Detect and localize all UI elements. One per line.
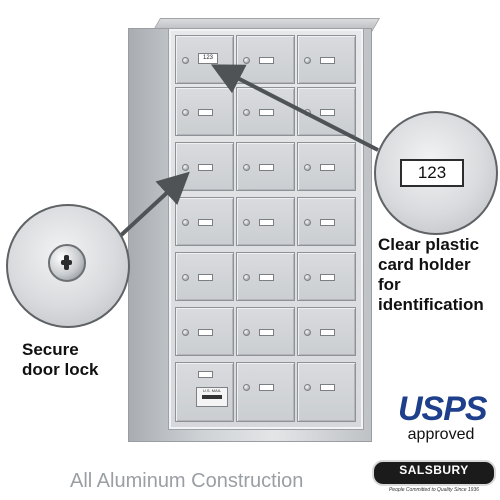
card-holder-slot (320, 274, 335, 281)
door-lock-icon (304, 384, 311, 391)
door-lock-closeup-icon (48, 244, 86, 282)
door-lock-icon (182, 274, 189, 281)
us-mail-plate: U.S. MAIL (196, 387, 228, 407)
caption-line: door lock (22, 360, 99, 379)
card-holder-closeup: 123 (400, 159, 464, 187)
us-mail-barcode (202, 395, 222, 399)
us-mail-label: U.S. MAIL (202, 388, 222, 393)
door-lock-icon (243, 57, 250, 64)
door-lock-icon (182, 219, 189, 226)
door-lock-icon (243, 164, 250, 171)
mailbox-door (175, 142, 234, 191)
caption-line: card holder (378, 255, 471, 274)
card-holder-label: 123 (198, 53, 218, 64)
mailbox-door (175, 87, 234, 136)
card-holder-slot (259, 109, 274, 116)
door-lock-icon (243, 219, 250, 226)
card-holder-slot (259, 219, 274, 226)
card-holder-slot (198, 371, 213, 378)
card-holder-caption: Clear plastic card holder for identifica… (378, 235, 500, 315)
brand-name: SALSBURY (399, 463, 469, 477)
door-lock-icon (304, 274, 311, 281)
card-holder-slot (259, 164, 274, 171)
usps-logo: USPS (398, 390, 488, 428)
mailbox-door (297, 307, 356, 356)
mailbox-unit: 123 U.S. MAIL (168, 28, 364, 430)
door-lock-icon (182, 329, 189, 336)
mailbox-door (175, 307, 234, 356)
mailbox-door (236, 197, 295, 246)
door-lock-icon (182, 57, 189, 64)
mailbox-door (297, 35, 356, 84)
mailbox-door (297, 362, 356, 422)
door-lock-icon (243, 329, 250, 336)
door-lock-icon (243, 109, 250, 116)
master-door: U.S. MAIL (175, 362, 234, 422)
card-holder-slot (320, 109, 335, 116)
card-holder-slot (198, 329, 213, 336)
door-lock-icon (304, 329, 311, 336)
door-lock-icon (182, 164, 189, 171)
mailbox-door (236, 362, 295, 422)
card-holder-slot (198, 109, 213, 116)
salsbury-logo: SALSBURY (372, 460, 496, 486)
card-holder-slot (198, 219, 213, 226)
mailbox-door (236, 142, 295, 191)
lock-caption: Secure door lock (22, 340, 99, 380)
door-lock-icon (243, 384, 250, 391)
card-holder-slot (198, 164, 213, 171)
lock-callout (6, 204, 130, 328)
mailbox-door (297, 142, 356, 191)
caption-line: Secure (22, 340, 79, 359)
mailbox-door (297, 252, 356, 301)
mailbox-door (236, 87, 295, 136)
card-holder-slot (259, 274, 274, 281)
card-holder-slot (320, 384, 335, 391)
card-holder-pointer (210, 64, 379, 152)
door-lock-icon (182, 109, 189, 116)
card-holder-slot (320, 329, 335, 336)
usps-approved-badge: USPS approved (398, 390, 488, 444)
card-holder-callout: 123 (374, 111, 498, 235)
mailbox-door (297, 197, 356, 246)
caption-line: Clear plastic (378, 235, 480, 254)
lock-pointer (116, 171, 190, 240)
card-holder-slot (259, 329, 274, 336)
construction-caption: All Aluminum Construction (70, 470, 304, 492)
door-lock-icon (304, 164, 311, 171)
door-lock-icon (243, 274, 250, 281)
door-lock-icon (304, 57, 311, 64)
caption-line: for identification (378, 275, 484, 314)
mailbox-door (175, 197, 234, 246)
card-holder-slot (259, 384, 274, 391)
brand-tagline: People Committed to Quality Since 1936 (388, 487, 480, 493)
card-holder-slot (320, 164, 335, 171)
card-holder-slot (198, 274, 213, 281)
card-holder-slot (259, 57, 274, 64)
usps-approved-text: approved (407, 426, 475, 443)
mailbox-door (175, 252, 234, 301)
mailbox-door (236, 307, 295, 356)
keyway-icon (61, 260, 72, 265)
card-holder-slot (320, 219, 335, 226)
card-holder-slot (320, 57, 335, 64)
mailbox-door (236, 252, 295, 301)
door-lock-icon (304, 219, 311, 226)
